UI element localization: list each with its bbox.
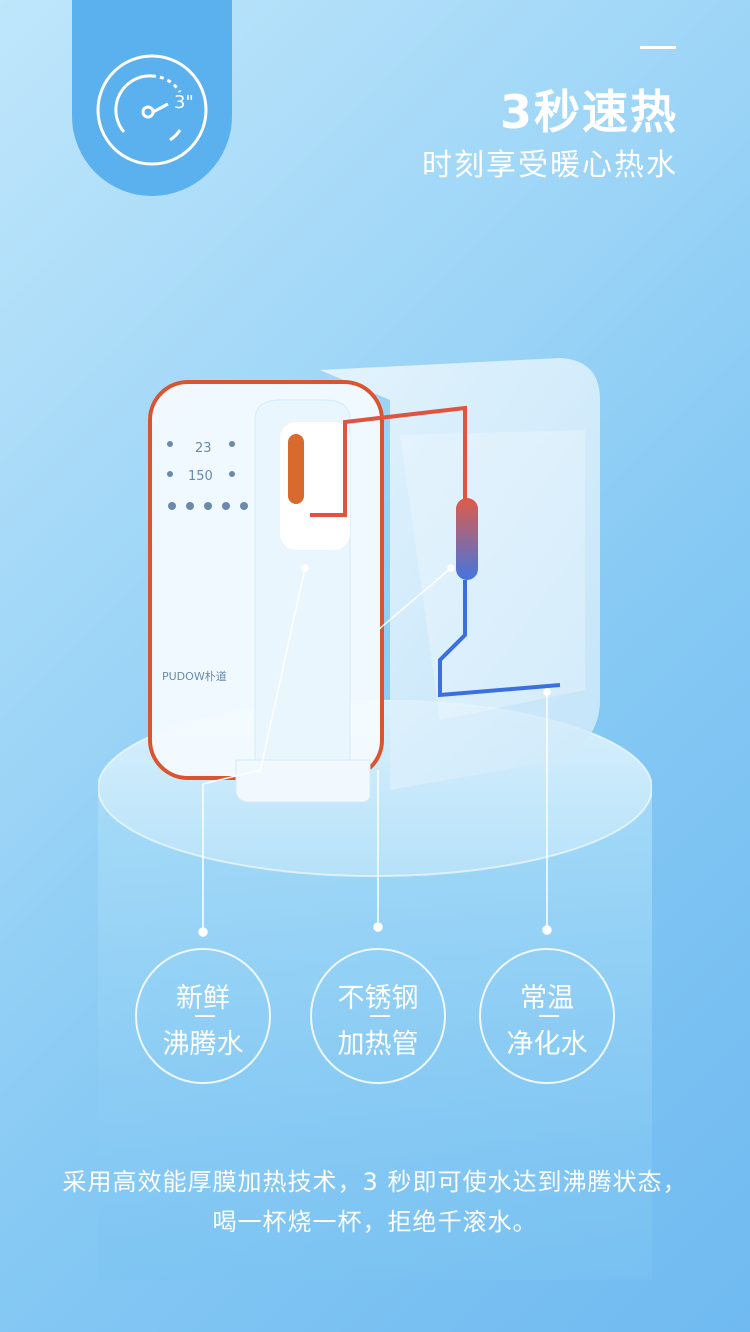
feature-fresh-boiling-water: 新鲜 沸腾水	[135, 948, 271, 1084]
feature-line2: 沸腾水	[162, 1029, 244, 1060]
feature-divider	[195, 1015, 215, 1017]
description-text: 采用高效能厚膜加热技术，3 秒即可使水达到沸腾状态，喝一杯烧一杯，拒绝千滚水。	[62, 1168, 688, 1236]
feature-line1: 新鲜	[176, 983, 230, 1014]
feature-line1: 不锈钢	[337, 983, 419, 1014]
page-title: 3秒速热	[499, 85, 678, 139]
feature-line1: 常温	[520, 983, 574, 1014]
feature-divider	[539, 1015, 559, 1017]
control-panel: 23 150 PUDOW朴道	[162, 441, 248, 683]
feature-divider	[370, 1015, 390, 1017]
title-dash	[640, 46, 676, 49]
badge-seconds-text: 3"	[174, 92, 194, 113]
heating-tube	[456, 498, 478, 580]
display-temp-text: 23	[195, 441, 212, 456]
feature-line2: 加热管	[337, 1029, 419, 1060]
brand-logo: PUDOW朴道	[162, 669, 227, 683]
timer-badge: 3"	[72, 0, 232, 196]
stopwatch-icon: 3"	[96, 54, 208, 166]
feature-line2: 净化水	[506, 1029, 588, 1060]
display-volume-text: 150	[188, 469, 213, 484]
feature-stainless-heater: 不锈钢 加热管	[310, 948, 446, 1084]
page-subtitle: 时刻享受暖心热水	[422, 148, 678, 183]
callout-lines	[198, 770, 552, 937]
feature-room-temp-water: 常温 净化水	[479, 948, 615, 1084]
water-dispenser-illustration: 23 150 PUDOW朴道	[148, 358, 600, 810]
